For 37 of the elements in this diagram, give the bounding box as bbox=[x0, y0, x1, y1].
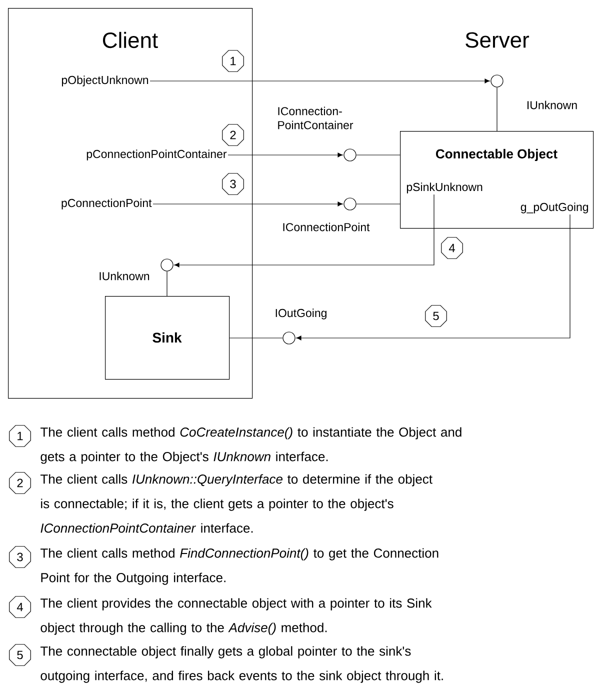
connector-arrow bbox=[174, 194, 434, 268]
step-description: The connectable object finally gets a global pointer to the sink's outgoing interface, and fires back events to the sink object through it. bbox=[40, 646, 443, 683]
connector-arrow bbox=[296, 214, 570, 340]
variable-label: pObjectUnknown bbox=[62, 76, 148, 86]
connector-arrow bbox=[150, 78, 490, 84]
callout-number: 4 bbox=[441, 237, 463, 259]
step-description: The client provides the connectable object with a pointer to its Sink object through the calling to the Advise() method. bbox=[40, 598, 432, 635]
connector-arrow bbox=[152, 202, 343, 206]
callout-number: 5 bbox=[425, 305, 447, 327]
callout-number: 1 bbox=[222, 50, 244, 72]
step-description: The client calls IUnknown::QueryInterface to determine if the object is connectable; if it is, the client gets a pointer to the object's IConnectionPointContainer interface. bbox=[40, 474, 432, 533]
step-description: The client calls method CoCreateInstance() to instantiate the Object and gets a pointer to the Object's IUnknown interface. bbox=[40, 427, 462, 464]
interface-circle bbox=[344, 148, 356, 162]
interface-label: IConnectionPoint bbox=[283, 222, 370, 232]
interface-circle bbox=[344, 198, 356, 210]
callout-number: 1 bbox=[9, 425, 31, 447]
callout-number: 2 bbox=[222, 124, 244, 146]
interface-circle bbox=[490, 74, 504, 88]
interface-circle bbox=[282, 332, 296, 344]
heading: Server bbox=[466, 32, 530, 48]
interface-label: IOutGoing bbox=[276, 308, 326, 320]
interface-label: IUnknown bbox=[100, 272, 150, 280]
callout-number: 3 bbox=[9, 546, 31, 568]
variable-label: pConnectionPoint bbox=[62, 198, 152, 210]
callout-number: 3 bbox=[222, 173, 244, 195]
callout-number: 4 bbox=[9, 596, 31, 618]
variable-label: pConnectionPointContainer bbox=[86, 150, 227, 160]
callout-number: 5 bbox=[9, 644, 31, 666]
interface-label: IConnection- PointContainer bbox=[278, 106, 354, 130]
variable-label: pSinkUnknown bbox=[406, 182, 482, 194]
interface-circle bbox=[160, 258, 174, 272]
sink-box: Sink bbox=[105, 296, 230, 380]
callout-number: 2 bbox=[9, 472, 31, 494]
connector-arrow bbox=[228, 152, 343, 158]
variable-label: g_pOutGoing bbox=[520, 202, 588, 214]
interface-label: IUnknown bbox=[528, 100, 577, 110]
step-description: The client calls method FindConnectionPoint() to get the Connection Point for the Outgoing interface. bbox=[40, 548, 438, 585]
